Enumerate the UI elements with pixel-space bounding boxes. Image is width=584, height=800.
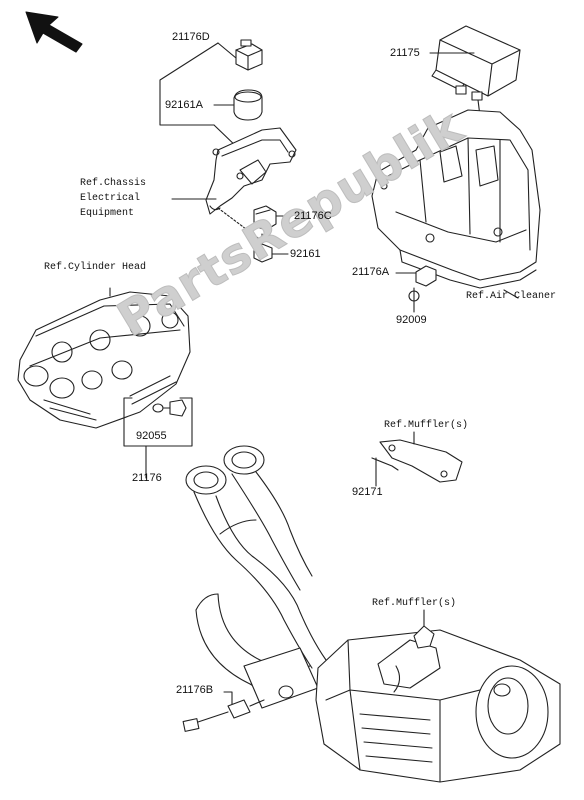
bolt-leader bbox=[217, 207, 259, 239]
muffler bbox=[315, 629, 561, 783]
label-bracket-21176 bbox=[123, 397, 193, 479]
ecu-21175 bbox=[431, 25, 521, 101]
part-number-92161a: 92161A bbox=[165, 99, 203, 111]
exhaust-pipes bbox=[185, 445, 327, 709]
cylinder-head bbox=[17, 287, 191, 429]
label-bracket-21176d bbox=[159, 42, 241, 151]
ref-air-cleaner: Ref.Air Cleaner bbox=[466, 291, 557, 302]
part-number-21176d: 21176D bbox=[172, 31, 210, 43]
part-number-92161: 92161 bbox=[290, 248, 321, 260]
screw-92161 bbox=[253, 233, 273, 263]
ref-chassis-line2: Electrical bbox=[80, 193, 141, 204]
part-number-21176b: 21176B bbox=[176, 684, 214, 696]
muffler-hanger-92171 bbox=[371, 439, 463, 483]
part-number-21176: 21176 bbox=[132, 472, 162, 484]
sensor-21176c bbox=[253, 205, 277, 231]
ref-cylinder-head: Ref.Cylinder Head bbox=[44, 262, 147, 273]
front-direction-arrow-icon bbox=[25, 11, 83, 53]
part-number-21176a: 21176A bbox=[352, 266, 390, 278]
ref-chassis-line1: Ref.Chassis bbox=[80, 178, 147, 189]
leader-21176b bbox=[223, 691, 233, 705]
rubber-cap-92161a bbox=[233, 89, 263, 121]
part-number-21175: 21175 bbox=[390, 47, 420, 59]
sensor-connector-21176d bbox=[235, 39, 263, 71]
ref-chassis-line3: Equipment bbox=[80, 208, 135, 219]
leader-air-cleaner bbox=[503, 289, 519, 299]
screw-92009 bbox=[408, 287, 420, 313]
part-number-92009: 92009 bbox=[396, 314, 427, 326]
sensor-21176a bbox=[415, 265, 437, 287]
o2-sensor-21176b bbox=[182, 699, 265, 732]
ref-muffler-upper: Ref.Muffler(s) bbox=[384, 420, 469, 431]
ref-muffler-lower: Ref.Muffler(s) bbox=[372, 598, 457, 609]
part-number-21176c: 21176C bbox=[294, 210, 332, 222]
part-number-92055: 92055 bbox=[136, 430, 167, 442]
temp-sensor-21176 bbox=[152, 399, 187, 417]
muffler-bracket bbox=[413, 625, 435, 649]
part-number-92171: 92171 bbox=[352, 486, 383, 498]
air-cleaner-housing bbox=[371, 109, 541, 289]
